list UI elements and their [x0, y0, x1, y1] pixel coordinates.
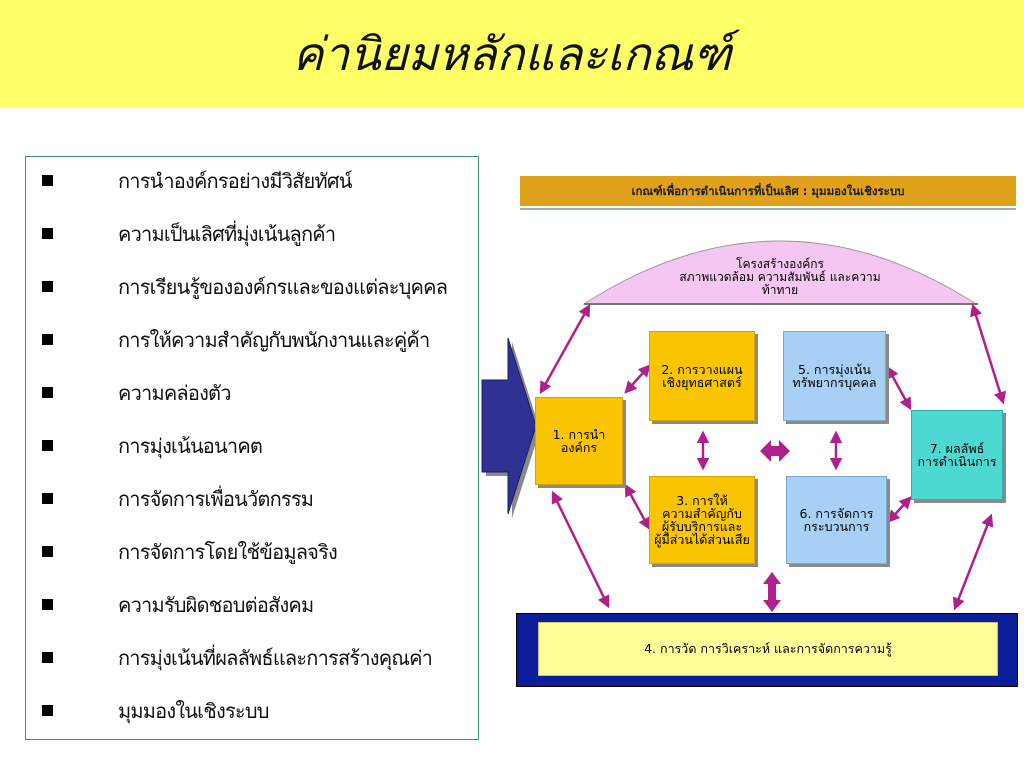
- list-item-text: การนำองค์กรอย่างมีวิสัยทัศน์: [118, 169, 352, 193]
- box-operations-line: กระบวนการ: [803, 519, 870, 534]
- box-strategy-line: เชิงยุทธศาสตร์: [662, 375, 742, 390]
- box-measurement-analysis: 4. การวัด การวิเคราะห์ และการจัดการความร…: [538, 622, 998, 676]
- box-workforce-line: 5. การมุ่งเน้น: [798, 362, 871, 377]
- box-workforce-line: ทรัพยากรบุคคล: [792, 375, 877, 390]
- organizational-profile-label: โครงสร้างองค์กร สภาพแวดล้อม ความสัมพันธ์…: [600, 258, 960, 297]
- list-item: ความคล่องตัว: [26, 373, 480, 413]
- box-leadership: 1. การนำองค์กร: [535, 397, 623, 485]
- leadership-customer-arrow: [624, 483, 651, 531]
- list-item-text: การจัดการโดยใช้ข้อมูลจริง: [118, 540, 338, 564]
- box-customer-line: 3. การให้: [676, 493, 728, 508]
- header-divider: [520, 208, 1016, 210]
- list-item: การเรียนรู้ขององค์กรและของแต่ละบุคคล: [26, 267, 480, 307]
- bullet-icon: [42, 705, 53, 716]
- list-item-text: ความรับผิดชอบต่อสังคม: [118, 593, 314, 617]
- box-leadership-line: 1. การนำ: [552, 427, 606, 442]
- profile-line: ท้าทาย: [761, 283, 799, 297]
- bullet-icon: [42, 228, 53, 239]
- bullet-icon: [42, 281, 53, 292]
- measurement-double-arrow-icon: [763, 572, 781, 612]
- results-measurement-arrow: [952, 513, 994, 611]
- list-item: ความรับผิดชอบต่อสังคม: [26, 585, 480, 625]
- box-operations-focus: 6. การจัดการกระบวนการ: [786, 476, 887, 564]
- list-item-text: ความเป็นเลิศที่มุ่งเน้นลูกค้า: [118, 222, 336, 246]
- title-band: [0, 0, 1024, 108]
- box-operations-line: 6. การจัดการ: [799, 506, 874, 521]
- organizational-profile-arc: [582, 240, 978, 305]
- list-item: การให้ความสำคัญกับพนักงานและคู่ค้า: [26, 320, 480, 360]
- list-item: การนำองค์กรอย่างมีวิสัยทัศน์: [26, 161, 480, 201]
- bullet-icon: [42, 652, 53, 663]
- systems-diagram-header: เกณฑ์เพื่อการดำเนินการที่เป็นเลิศ : มุมม…: [520, 176, 1016, 206]
- bullet-icon: [42, 175, 53, 186]
- box-workforce-focus: 5. การมุ่งเน้นทรัพยากรบุคคล: [783, 331, 886, 421]
- list-item-text: การให้ความสำคัญกับพนักงานและคู่ค้า: [118, 328, 430, 352]
- leadership-strategy-arrow: [624, 364, 651, 394]
- profile-line: โครงสร้างองค์กร: [736, 257, 824, 271]
- box-results: 7. ผลลัพธ์การดำเนินการ: [911, 410, 1003, 500]
- values-list: การนำองค์กรอย่างมีวิสัยทัศน์ ความเป็นเลิ…: [25, 156, 479, 740]
- box-customer-line: ผู้มีส่วนได้ส่วนเสีย: [654, 532, 750, 547]
- list-item: ความเป็นเลิศที่มุ่งเน้นลูกค้า: [26, 214, 480, 254]
- list-item: การจัดการโดยใช้ข้อมูลจริง: [26, 532, 480, 572]
- box-results-line: การดำเนินการ: [917, 454, 997, 469]
- box-strategy-line: 2. การวางแผน: [661, 362, 743, 377]
- leadership-profile-arrow: [539, 303, 591, 395]
- list-item: การมุ่งเน้นอนาคต: [26, 426, 480, 466]
- leadership-measurement-arrow: [551, 490, 610, 609]
- box-customer-line: ผู้รับบริการและ: [661, 519, 743, 534]
- center-double-arrow-icon: [760, 440, 790, 462]
- box-leadership-line: องค์กร: [560, 440, 598, 455]
- list-item-text: การมุ่งเน้นอนาคต: [118, 434, 263, 458]
- bullet-icon: [42, 599, 53, 610]
- bullet-icon: [42, 440, 53, 451]
- box-strategic-planning: 2. การวางแผนเชิงยุทธศาสตร์: [649, 331, 755, 421]
- input-arrow-icon: [481, 337, 537, 515]
- bullet-icon: [42, 493, 53, 504]
- list-item: การมุ่งเน้นที่ผลลัพธ์และการสร้างคุณค่า: [26, 638, 480, 678]
- list-item: การจัดการเพื่อนวัตกรรม: [26, 479, 480, 519]
- list-item-text: ความคล่องตัว: [118, 381, 231, 405]
- box-results-line: 7. ผลลัพธ์: [929, 441, 985, 456]
- bullet-icon: [42, 334, 53, 345]
- page-title: ค่านิยมหลักและเกณฑ์: [292, 27, 732, 81]
- list-item: มุมมองในเชิงระบบ: [26, 691, 480, 731]
- bullet-icon: [42, 387, 53, 398]
- list-item-text: มุมมองในเชิงระบบ: [118, 699, 269, 723]
- box-customer-focus: 3. การให้ความสำคัญกับผู้รับบริการและผู้ม…: [649, 476, 755, 564]
- results-profile-arrow: [970, 303, 1006, 405]
- profile-line: สภาพแวดล้อม ความสัมพันธ์ และความ: [679, 270, 881, 284]
- list-item-text: การจัดการเพื่อนวัตกรรม: [118, 487, 314, 511]
- box-customer-line: ความสำคัญกับ: [662, 506, 742, 521]
- list-item-text: การเรียนรู้ขององค์กรและของแต่ละบุคคล: [118, 275, 448, 299]
- operations-results-arrow: [887, 496, 912, 523]
- workforce-results-arrow: [886, 365, 912, 411]
- bullet-icon: [42, 546, 53, 557]
- list-item-text: การมุ่งเน้นที่ผลลัพธ์และการสร้างคุณค่า: [118, 646, 433, 670]
